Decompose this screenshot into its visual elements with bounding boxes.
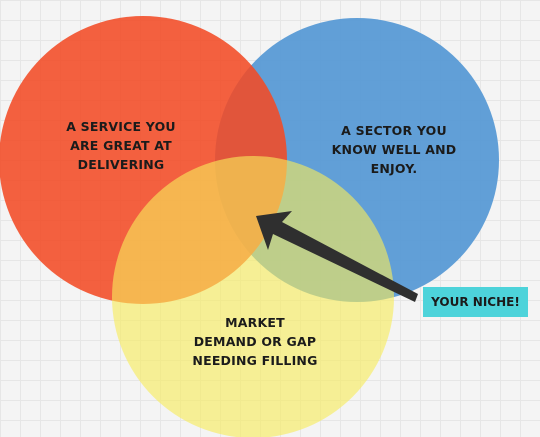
label-sector: A SECTOR YOU KNOW WELL AND ENJOY. — [331, 123, 457, 176]
label-service: A SERVICE YOU ARE GREAT AT DELIVERING — [66, 119, 176, 172]
label-market: MARKET DEMAND OR GAP NEEDING FILLING — [192, 315, 318, 368]
your-niche-callout: YOUR NICHE! — [423, 287, 528, 317]
arrow-icon — [256, 211, 418, 302]
circle-market — [112, 156, 394, 437]
